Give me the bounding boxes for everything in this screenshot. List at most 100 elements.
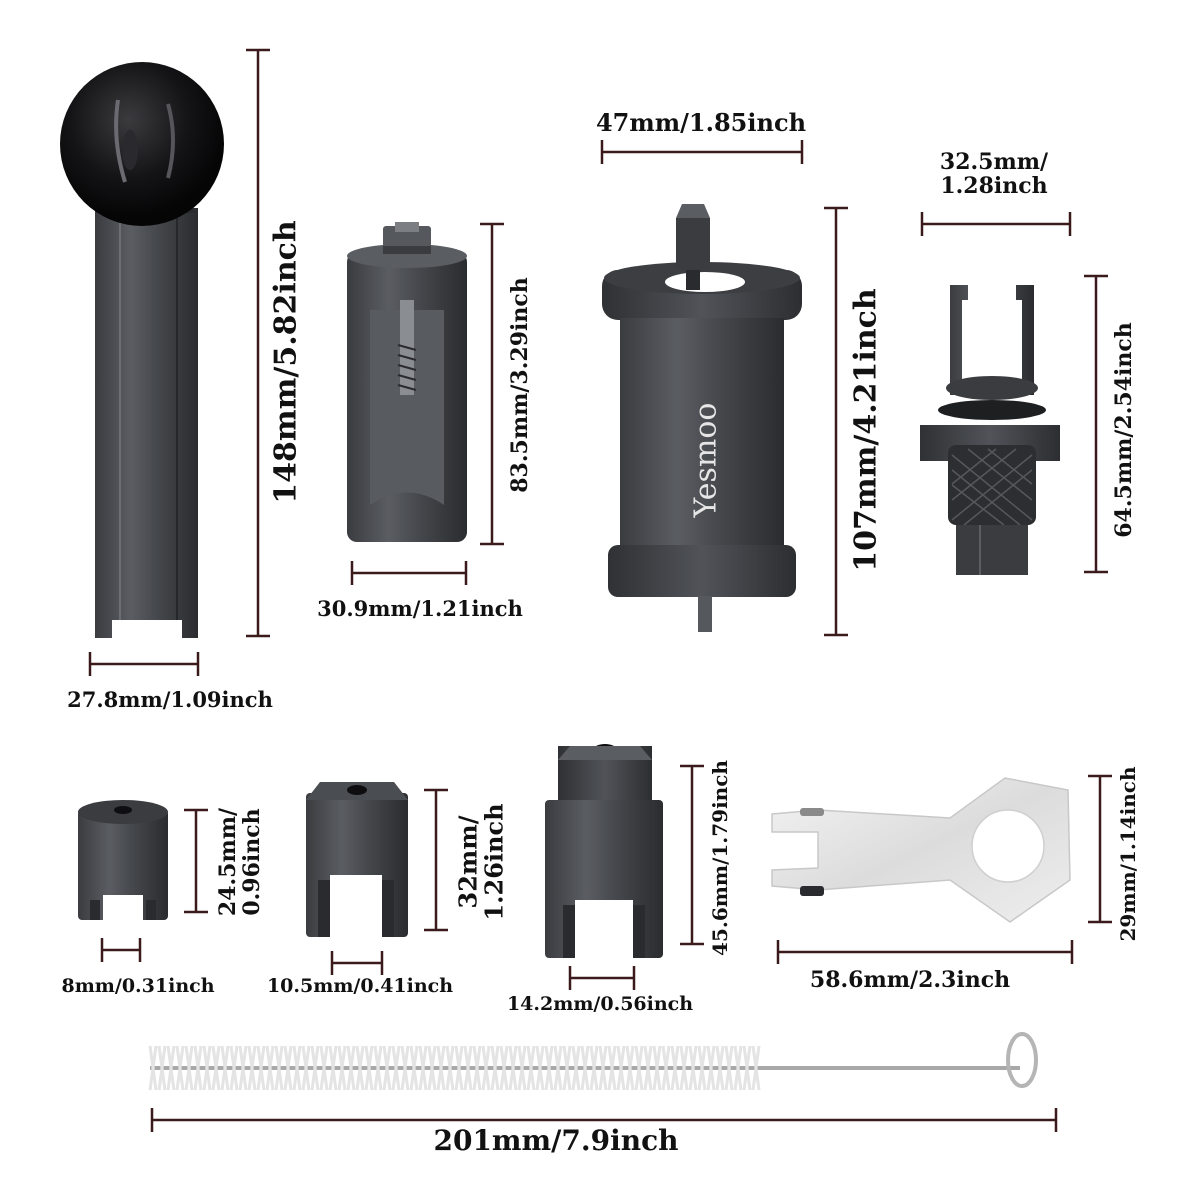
brush-bristle [535,1045,545,1091]
brush-bristle [238,1045,248,1091]
brush-bristle [193,1045,203,1091]
brush-bristle [211,1045,221,1091]
brush-bristle [148,1045,158,1091]
brush-bristle [202,1045,212,1091]
ball-handle-width-label: 27.8mm/1.09inch [67,687,273,712]
brush-bristle [634,1045,644,1091]
brush-bristle [166,1045,176,1091]
brush-bristle [715,1045,725,1091]
wrench-plate-height-label: 29mm/1.14inch [1116,766,1140,942]
brush-bristle [751,1045,761,1091]
brush-bristle [373,1045,383,1091]
medium-socket-height-line1: 32mm/ [453,815,483,909]
brush-bristle [598,1045,608,1091]
brush-bristle [463,1045,473,1091]
small-socket-height-line2: 0.96inch [239,808,265,916]
brush-bristle [445,1045,455,1091]
brush-bristle [184,1045,194,1091]
puller-sleeve-width-label: 30.9mm/1.21inch [317,596,523,621]
brush-bristle [364,1045,374,1091]
brush-bristle [544,1045,554,1091]
medium-socket-height-label: 32mm/ 1.26inch [453,803,509,921]
brush-bristle [418,1045,428,1091]
brush-bristle [508,1045,518,1091]
large-socket-width-label: 14.2mm/0.56inch [506,993,694,1015]
brush-bristle [589,1045,599,1091]
cylinder-height-label: 107mm/4.21inch [848,288,884,572]
brush-bristle [472,1045,482,1091]
brush-bristle [706,1045,716,1091]
brush-bristle [436,1045,446,1091]
brush-bristle [301,1045,311,1091]
brush-bristle [283,1045,293,1091]
brush-bristle [517,1045,527,1091]
brush-bristle [274,1045,284,1091]
claw-adapter-tool [920,285,1060,575]
brush-bristle [400,1045,410,1091]
medium-socket-width-label: 10.5mm/0.41inch [266,975,454,997]
brush-bristle [337,1045,347,1091]
small-socket-tool [78,800,168,920]
puller-sleeve-height-label: 83.5mm/3.29inch [506,277,533,493]
brush-bristle [625,1045,635,1091]
brush-bristle [391,1045,401,1091]
brush-bristle [328,1045,338,1091]
cleaning-brush-tool [148,1032,1038,1091]
adapter-height-label: 64.5mm/2.54inch [1110,322,1137,538]
brush-bristle [580,1045,590,1091]
brush-bristle [661,1045,671,1091]
adapter-width-line1: 32.5mm/ [939,149,1049,175]
brush-bristle [157,1045,167,1091]
small-socket-height-label: 24.5mm/ 0.96inch [214,807,265,917]
ball-handle-tool [60,62,224,638]
adapter-width-label: 32.5mm/ 1.28inch [939,149,1049,200]
brand-logo: Yesmoo [688,402,724,518]
brush-bristle [724,1045,734,1091]
brush-bristle [733,1045,743,1091]
wrench-plate-width-label: 58.6mm/2.3inch [809,967,1011,993]
puller-sleeve-tool [347,222,467,542]
brush-bristle [679,1045,689,1091]
large-socket-height-label: 45.6mm/1.79inch [708,760,732,956]
brush-bristle [175,1045,185,1091]
brush-bristle [697,1045,707,1091]
brush-bristle [652,1045,662,1091]
brush-bristle [355,1045,365,1091]
medium-socket-tool [306,782,408,937]
brush-bristle [382,1045,392,1091]
brush-bristle [490,1045,500,1091]
brush-bristle [562,1045,572,1091]
large-socket-tool [545,744,663,958]
brush-bristle [409,1045,419,1091]
brush-bristle [688,1045,698,1091]
brush-bristle [643,1045,653,1091]
brush-bristle [265,1045,275,1091]
dimension-lines [88,48,1112,1132]
brush-bristle [571,1045,581,1091]
adapter-width-line2: 1.28inch [940,173,1048,200]
brush-bristle [607,1045,617,1091]
brush-bristle [742,1045,752,1091]
brush-bristle [256,1045,266,1091]
brush-bristle [526,1045,536,1091]
medium-socket-height-line2: 1.26inch [480,803,509,921]
brush-bristle [220,1045,230,1091]
brush-bristle [346,1045,356,1091]
brush-bristle [229,1045,239,1091]
brush-bristle [310,1045,320,1091]
ball-handle-height-label: 148mm/5.82inch [268,220,304,504]
brush-bristle [553,1045,563,1091]
brush-bristle [499,1045,509,1091]
brush-bristle [454,1045,464,1091]
wrench-plate-tool [771,777,1071,923]
small-socket-height-line1: 24.5mm/ [214,807,241,917]
small-socket-width-label: 8mm/0.31inch [61,975,215,997]
brush-bristle [670,1045,680,1091]
brush-length-label: 201mm/7.9inch [433,1124,679,1157]
brush-bristle [319,1045,329,1091]
cylinder-puller-tool [602,204,802,632]
brush-bristle [481,1045,491,1091]
brush-bristle [427,1045,437,1091]
